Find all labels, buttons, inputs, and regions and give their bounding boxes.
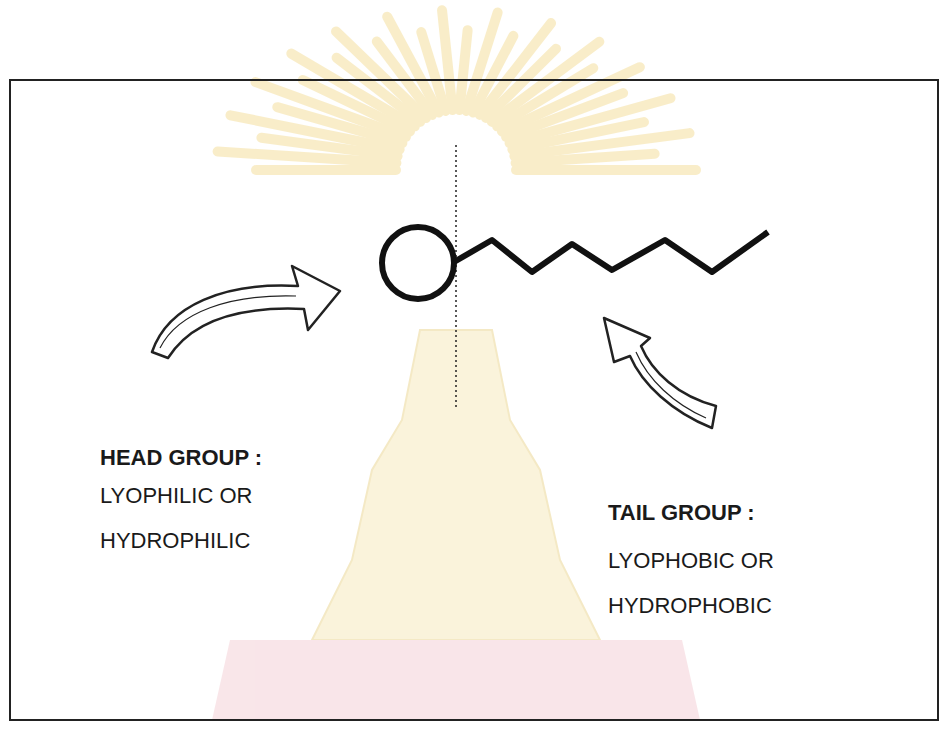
tail-arrow: [604, 318, 716, 428]
tail-group-desc: LYOPHOBIC OR HYDROPHOBIC: [608, 538, 808, 628]
frame: [10, 80, 938, 720]
head-group-desc: LYOPHILIC OR HYDROPHILIC: [100, 473, 290, 563]
head-group-title: HEAD GROUP :: [100, 435, 360, 480]
head-arrow: [152, 266, 340, 358]
head-arrow-inner: [160, 296, 296, 348]
tail-chain: [454, 232, 768, 272]
dotted-line: [455, 145, 457, 408]
tail-arrow-inner: [636, 352, 706, 418]
head-circle: [382, 227, 454, 299]
tail-group-title: TAIL GROUP :: [608, 490, 868, 535]
